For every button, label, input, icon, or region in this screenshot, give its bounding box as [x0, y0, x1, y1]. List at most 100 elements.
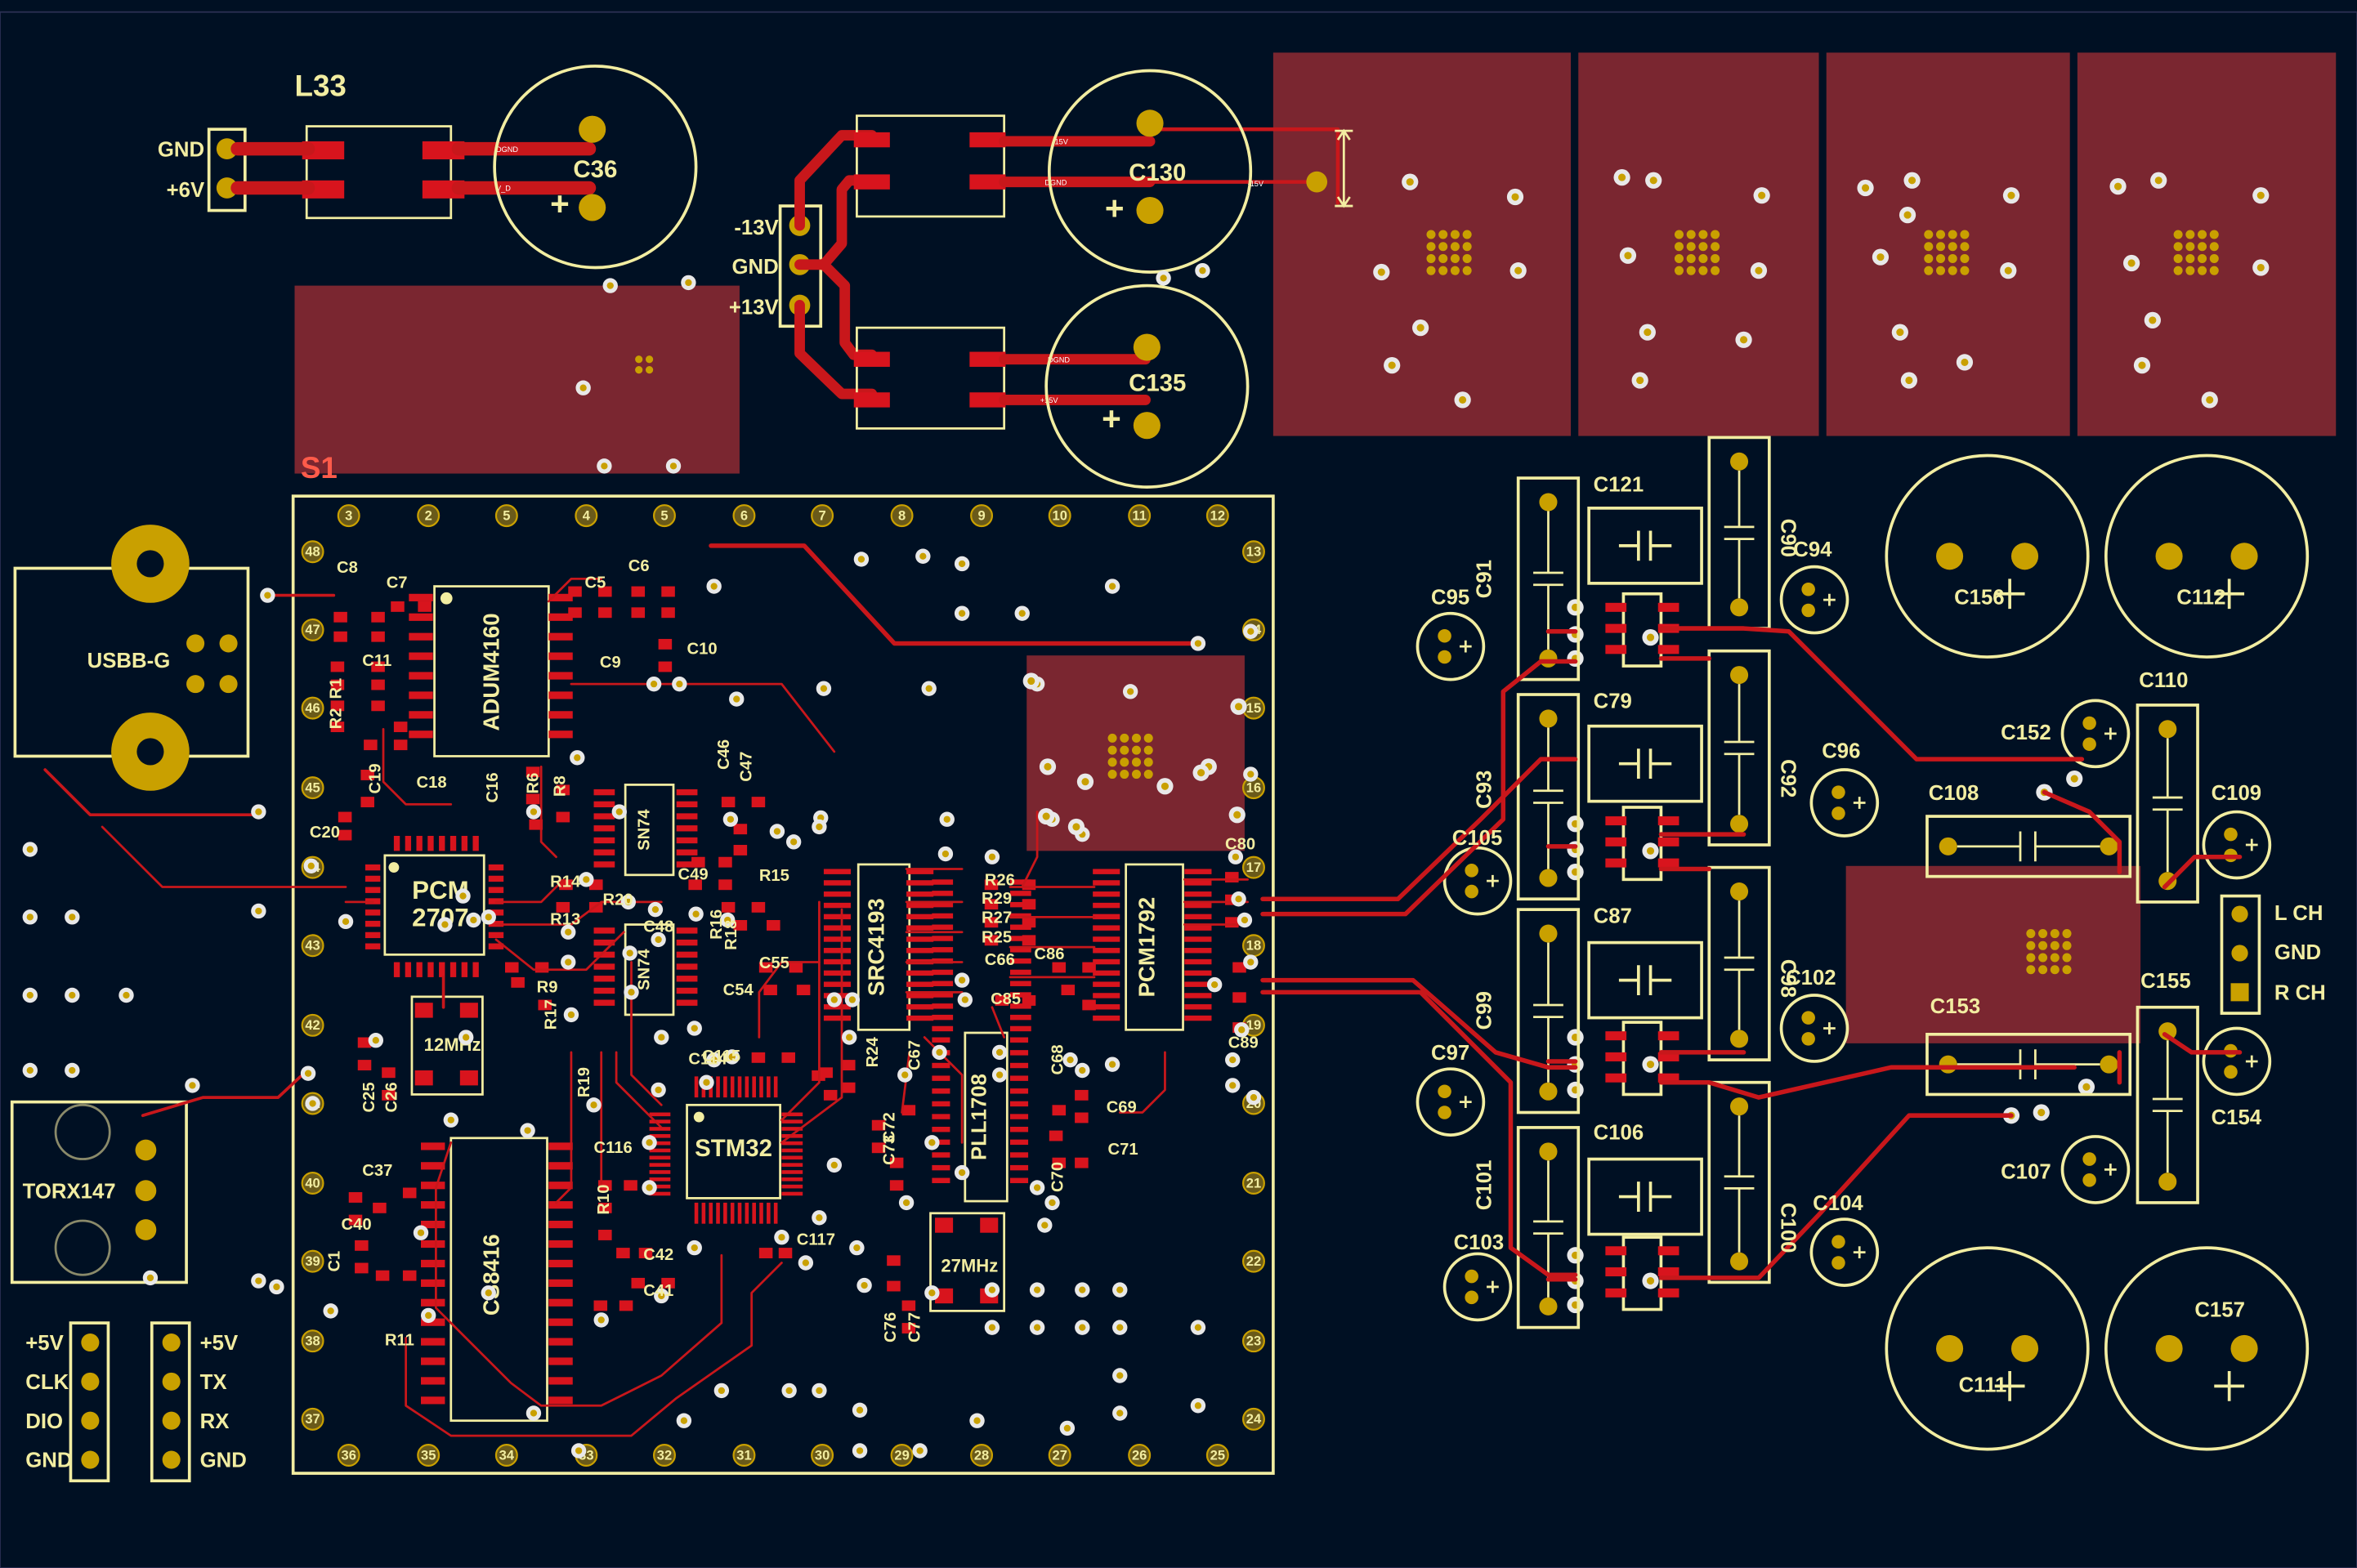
passive-pad[interactable]: [616, 1248, 630, 1258]
ic-pin[interactable]: [1010, 1025, 1031, 1032]
usb-pin-1[interactable]: [186, 634, 205, 653]
ic-pin[interactable]: [421, 1377, 445, 1385]
ic-pin[interactable]: [1010, 1139, 1029, 1146]
small-cap-outline[interactable]: [1925, 815, 2132, 878]
c36-outline[interactable]: [493, 65, 698, 270]
s1-pin[interactable]: [1241, 855, 1265, 879]
s1-pin[interactable]: [1241, 1249, 1265, 1273]
passive-pad[interactable]: [348, 1192, 363, 1203]
radial-cap-outline[interactable]: [1809, 768, 1880, 838]
ic-pin[interactable]: [932, 879, 954, 885]
ic-pin[interactable]: [1010, 1114, 1029, 1119]
passive-pad[interactable]: [778, 1248, 793, 1258]
film-cap-pad[interactable]: [1539, 869, 1558, 887]
ic-pin[interactable]: [593, 813, 615, 820]
ic-pin[interactable]: [932, 1152, 950, 1158]
passive-pad[interactable]: [758, 962, 773, 973]
ic-pin[interactable]: [932, 1014, 954, 1021]
ic-pin[interactable]: [1093, 981, 1120, 987]
ic-pin[interactable]: [548, 730, 573, 739]
passive-pad[interactable]: [796, 985, 811, 996]
ic-pin[interactable]: [759, 1076, 763, 1098]
s1-pin[interactable]: [494, 1444, 518, 1467]
s1-pin[interactable]: [1048, 1444, 1071, 1467]
ic-pin[interactable]: [649, 1141, 671, 1146]
header-uart-pin[interactable]: [162, 1372, 181, 1391]
ic-pin[interactable]: [649, 1191, 671, 1196]
s1-pin[interactable]: [301, 1249, 324, 1273]
ic-pin[interactable]: [548, 1182, 573, 1190]
ic-pin[interactable]: [1010, 1126, 1029, 1132]
film-cap-outline[interactable]: [1516, 476, 1581, 681]
neg-filter-pad-1[interactable]: [853, 132, 890, 148]
ic-pin[interactable]: [823, 1015, 852, 1021]
ic-pin[interactable]: [1093, 958, 1120, 965]
s1-pin[interactable]: [301, 1329, 324, 1353]
ic-pin[interactable]: [593, 927, 615, 934]
passive-pad[interactable]: [631, 1277, 646, 1289]
opamp-pad[interactable]: [1605, 1267, 1627, 1277]
opamp-pad[interactable]: [1657, 1073, 1679, 1083]
ic-pin[interactable]: [405, 962, 412, 977]
passive-pad[interactable]: [598, 586, 612, 597]
ic-pin[interactable]: [1093, 880, 1120, 886]
ic-pin[interactable]: [593, 939, 615, 946]
passive-pad[interactable]: [1075, 1089, 1089, 1101]
ic-pin[interactable]: [932, 981, 954, 986]
ic-pin[interactable]: [932, 924, 954, 930]
passive-pad[interactable]: [360, 770, 374, 780]
s1-pin[interactable]: [494, 504, 518, 528]
passive-pad[interactable]: [901, 1323, 916, 1333]
ic-pin[interactable]: [781, 1191, 803, 1196]
ic-pin[interactable]: [737, 1202, 742, 1224]
ic-pin[interactable]: [488, 887, 504, 893]
s1-pin[interactable]: [417, 1444, 441, 1467]
film-cap-pad[interactable]: [1730, 882, 1749, 901]
ic-pin[interactable]: [1184, 936, 1212, 942]
passive-pad[interactable]: [393, 721, 408, 733]
ic-pin[interactable]: [421, 1259, 445, 1268]
passive-pad[interactable]: [688, 879, 702, 891]
ic-pin[interactable]: [593, 861, 615, 868]
ic-pin[interactable]: [676, 939, 698, 946]
passive-pad[interactable]: [758, 1248, 773, 1258]
ic-pin[interactable]: [409, 593, 433, 601]
ic-pin[interactable]: [1184, 914, 1212, 920]
film-cap-outline[interactable]: [1707, 649, 1771, 847]
passive-pad[interactable]: [330, 661, 345, 672]
opamp-pad[interactable]: [1605, 1073, 1627, 1083]
passive-pad[interactable]: [418, 601, 432, 612]
ic-pin[interactable]: [649, 1134, 671, 1138]
header-debug-pin[interactable]: [81, 1450, 100, 1469]
ic-pin[interactable]: [409, 730, 433, 739]
s1-pin[interactable]: [301, 696, 324, 720]
passive-pad[interactable]: [382, 1089, 396, 1101]
passive-pad[interactable]: [330, 679, 345, 690]
ic-pin[interactable]: [1184, 958, 1212, 965]
passive-pad[interactable]: [348, 1214, 363, 1226]
ic-pin[interactable]: [365, 875, 381, 882]
s1-pin[interactable]: [1048, 504, 1071, 528]
ic-pin[interactable]: [393, 962, 400, 977]
torx-outline[interactable]: [10, 1100, 188, 1284]
osc-pad[interactable]: [980, 1217, 999, 1233]
film-cap-pad[interactable]: [1539, 1297, 1558, 1316]
radial-cap-outline[interactable]: [1809, 1217, 1880, 1287]
output-pin-l[interactable]: [2231, 905, 2248, 922]
ic-pin[interactable]: [676, 837, 698, 844]
ic-pin[interactable]: [365, 887, 381, 893]
opamp-pad[interactable]: [1605, 645, 1627, 654]
s1-pin[interactable]: [652, 1444, 676, 1467]
opamp-pad[interactable]: [1657, 645, 1679, 654]
radial-cap-pad[interactable]: [1801, 582, 1815, 596]
ic-pin[interactable]: [823, 970, 852, 976]
ic-pin[interactable]: [1184, 970, 1212, 976]
ic-pin[interactable]: [781, 1170, 803, 1174]
ic-pin[interactable]: [1010, 1014, 1031, 1021]
ic-pin[interactable]: [676, 801, 698, 808]
pos-filter-pad-4[interactable]: [969, 392, 1006, 408]
radial-cap-outline[interactable]: [1416, 611, 1486, 681]
c130-pad-2[interactable]: [1136, 197, 1164, 225]
ic-pin[interactable]: [1010, 981, 1031, 986]
usb-pin-4[interactable]: [219, 675, 238, 694]
